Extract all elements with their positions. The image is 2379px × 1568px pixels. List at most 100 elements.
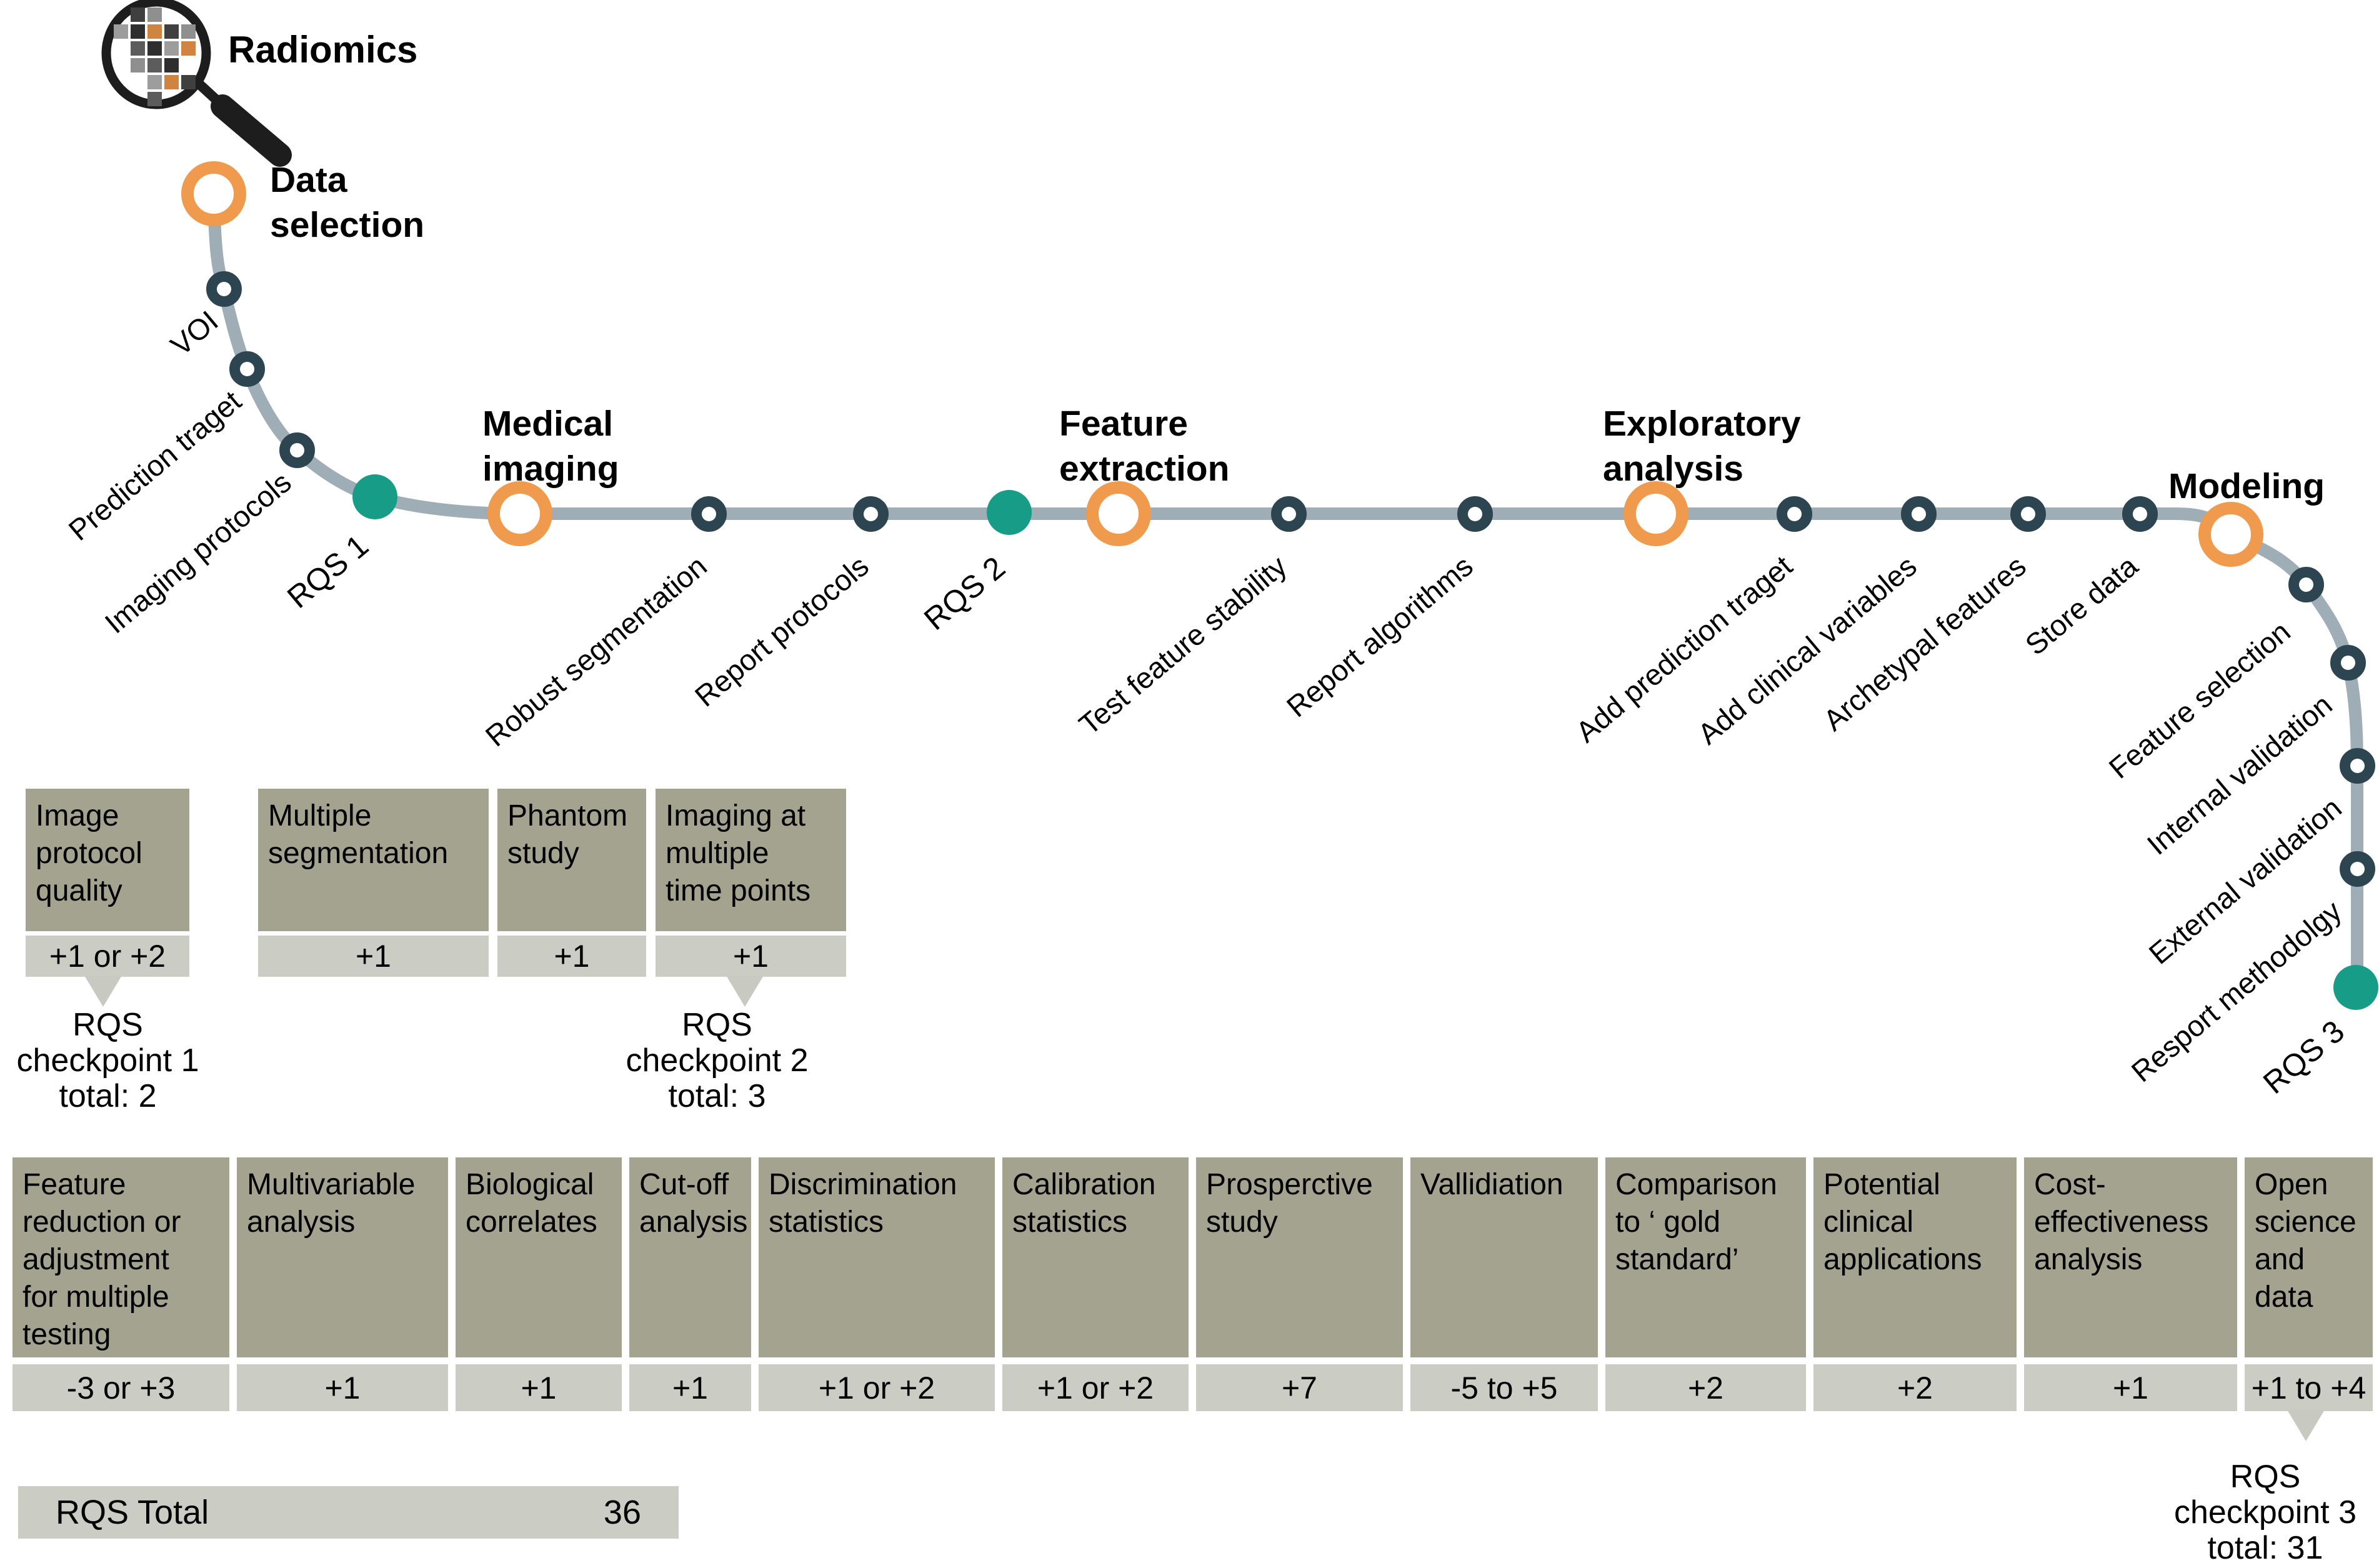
checkpoint-note-line: checkpoint 1: [16, 1042, 199, 1079]
step-node-external-validation: [2340, 748, 2375, 784]
rqs-total-value: 36: [603, 1494, 641, 1531]
checkpoint3-item-score: +2: [1605, 1364, 1806, 1411]
mosaic-cell: [164, 75, 179, 89]
rqs-total-label: RQS Total: [56, 1494, 209, 1531]
checkpoint3-item-title: Discrimination statistics: [759, 1157, 995, 1357]
rqs-node-rqs-2: [987, 490, 1032, 535]
criterion-title-line: reduction or: [22, 1206, 181, 1239]
checkpoint3-item-score: +1: [629, 1364, 751, 1411]
checkpoint1-item-score: +1 or +2: [26, 936, 189, 977]
criterion-title-line: science: [2255, 1206, 2357, 1239]
step-node-resport-methodolgy: [2340, 851, 2375, 887]
rqs-node-rqs-3: [2333, 965, 2378, 1010]
criterion-title-line: Comparison: [1615, 1168, 1777, 1201]
checkpoint2-item-score: +1: [656, 936, 846, 977]
score-value: +1 to +4: [2251, 1370, 2367, 1406]
checkpoint2-item-score: +1: [497, 936, 646, 977]
score-value: +1: [732, 939, 769, 974]
score-value: +1 or +2: [818, 1370, 935, 1406]
checkpoint3-item-score: +1 or +2: [1002, 1364, 1189, 1411]
criterion-title-line: standard’: [1615, 1243, 1739, 1276]
step-node-robust-segmentation: [691, 496, 727, 532]
criterion-title-line: quality: [36, 874, 122, 907]
mosaic-cell: [131, 41, 145, 56]
stage-title-line: Data: [270, 160, 347, 200]
criterion-title-line: protocol: [36, 837, 142, 870]
checkpoint1-pointer-icon: [84, 976, 122, 1007]
checkpoint3-item-score: +1: [456, 1364, 622, 1411]
criterion-title-line: Discrimination: [769, 1168, 957, 1201]
score-value: +1: [521, 1370, 557, 1406]
checkpoint-note-line: RQS: [72, 1007, 143, 1043]
criterion-title-line: Multivariable: [247, 1168, 416, 1201]
mosaic-cell: [164, 41, 179, 56]
criterion-title-line: clinical: [1823, 1206, 1914, 1239]
mosaic-cell: [131, 7, 145, 22]
step-node-archetypal-features: [2010, 496, 2046, 532]
checkpoint3-item-score: +2: [1813, 1364, 2017, 1411]
criterion-title-line: statistics: [1012, 1206, 1128, 1239]
criterion-title-line: effectiveness: [2034, 1206, 2209, 1239]
criterion-title-line: Feature: [22, 1168, 126, 1201]
checkpoint-note-line: checkpoint 3: [2174, 1494, 2357, 1531]
step-node-report-algorithms: [1457, 496, 1493, 532]
score-value: +1: [355, 939, 391, 974]
step-node-report-protocols: [853, 496, 889, 532]
checkpoint2-item-score: +1: [258, 936, 489, 977]
criterion-title-line: time points: [666, 874, 811, 907]
checkpoint-note-line: total: 31: [2207, 1530, 2323, 1566]
mosaic-cell: [147, 92, 162, 106]
score-value: +1 or +2: [1037, 1370, 1154, 1406]
criterion-title-line: for multiple: [22, 1281, 169, 1314]
criterion-title-line: Prosperctive: [1206, 1168, 1373, 1201]
criterion-title-line: study: [507, 837, 579, 870]
checkpoint3-item-score: +1 to +4: [2245, 1364, 2373, 1411]
checkpoint3-pointer-icon: [2287, 1410, 2325, 1441]
stage-title-line: selection: [270, 205, 425, 245]
criterion-title-line: Cost-: [2034, 1168, 2106, 1201]
stage-title-line: Feature: [1059, 404, 1188, 444]
stage-title-line: Modeling: [2168, 466, 2325, 506]
criterion-title-line: Phantom: [507, 799, 628, 832]
score-value: +1: [2112, 1370, 2148, 1406]
stage-node-data-selection: [181, 161, 246, 226]
checkpoint2-item-title: Phantom study: [497, 789, 646, 931]
step-node-prediction-traget: [229, 351, 265, 387]
criterion-title-line: Potential: [1823, 1168, 1940, 1201]
checkpoint2-pointer-icon: [726, 976, 764, 1007]
criterion-title-line: Open: [2255, 1168, 2328, 1201]
criterion-title-line: correlates: [466, 1206, 597, 1239]
checkpoint-note-line: checkpoint 2: [626, 1042, 809, 1079]
mosaic-cell: [164, 24, 179, 39]
criterion-title-line: Image: [36, 799, 119, 832]
rqs-total-bar: RQS Total 36: [18, 1486, 679, 1539]
step-node-internal-validation: [2330, 645, 2366, 681]
timeline-path: [207, 193, 2363, 987]
checkpoint3-item-score: +1: [2024, 1364, 2237, 1411]
score-value: +1: [554, 939, 590, 974]
magnifier-handle-icon: [211, 94, 292, 167]
checkpoint-note-line: RQS: [2230, 1459, 2301, 1495]
criterion-title-line: Multiple: [268, 799, 372, 832]
criterion-title-line: testing: [22, 1318, 111, 1351]
mosaic-cell: [164, 58, 179, 72]
stage-title-line: Medical: [482, 404, 614, 444]
criterion-title-line: statistics: [769, 1206, 884, 1239]
mosaic-cell: [147, 75, 162, 89]
step-node-test-feature-stability: [1271, 496, 1307, 532]
mosaic-cell: [181, 24, 196, 39]
checkpoint3-item-score: +1 or +2: [759, 1364, 995, 1411]
mosaic-cell: [147, 7, 162, 22]
mosaic-cell: [147, 41, 162, 56]
criterion-title-line: analysis: [639, 1206, 748, 1239]
step-node-imaging-protocols: [279, 432, 315, 468]
